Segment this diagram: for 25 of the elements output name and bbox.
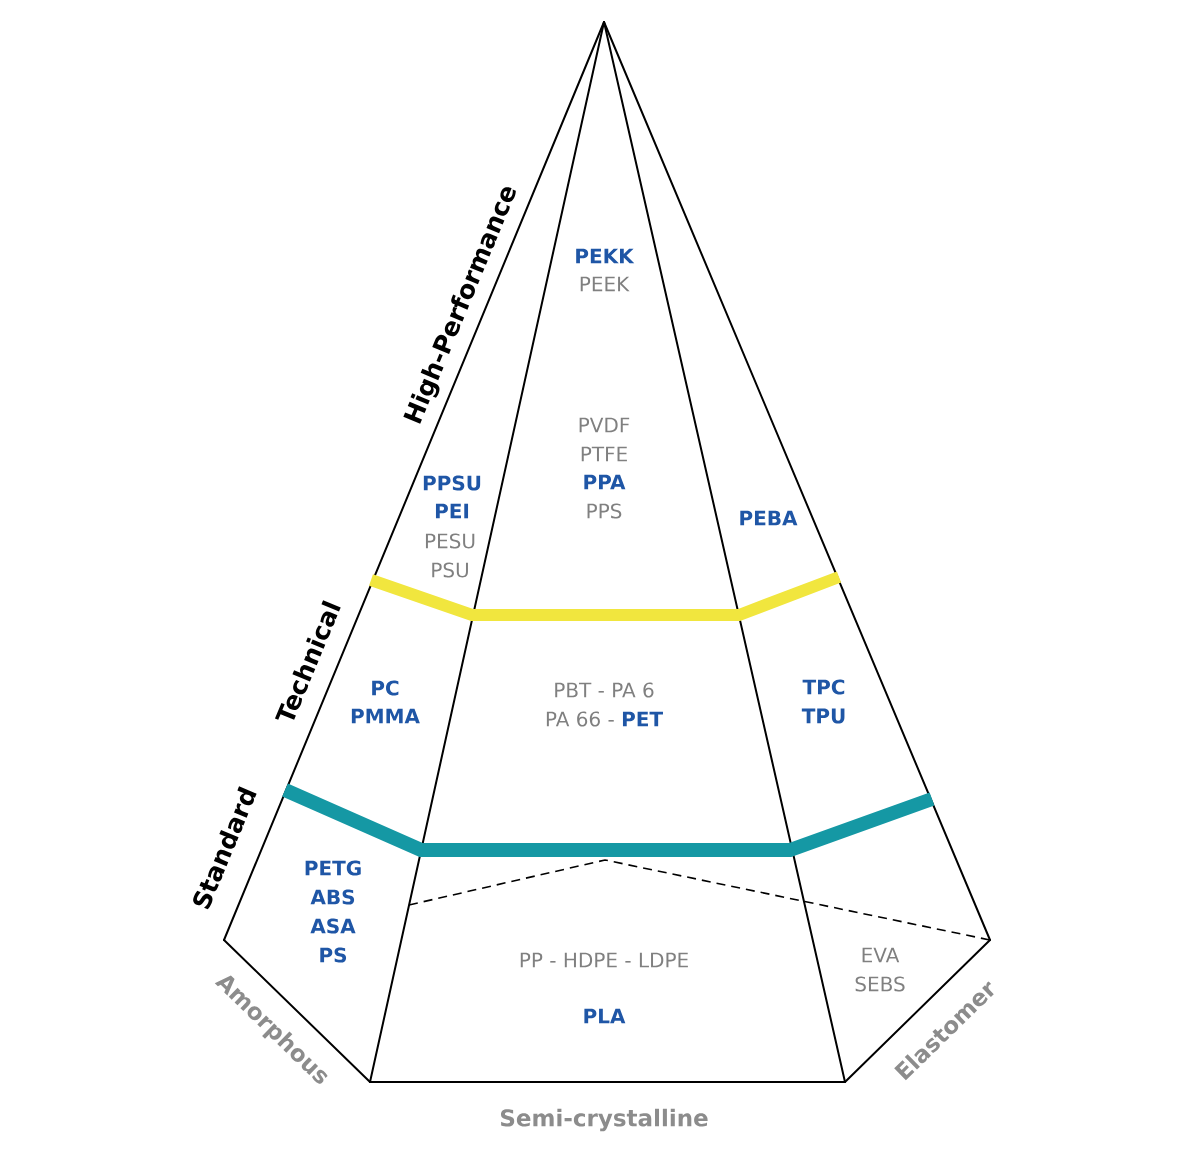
material-label: PSU bbox=[432, 562, 468, 578]
material-label: PC bbox=[372, 680, 399, 696]
material-label: TPC bbox=[802, 679, 845, 695]
material-label: PESU bbox=[425, 533, 475, 549]
material-label: PETG bbox=[305, 860, 361, 876]
material-label: PPA bbox=[584, 474, 626, 490]
material-label: ABS bbox=[310, 889, 355, 905]
material-label: PEKK bbox=[576, 248, 635, 264]
material-label: PP - HDPE - LDPE bbox=[520, 952, 688, 968]
material-label: PMMA bbox=[351, 708, 420, 724]
category-label: Semi-crystalline bbox=[501, 1108, 708, 1132]
material-label: PEEK bbox=[580, 276, 630, 292]
material-label: EVA bbox=[862, 947, 900, 963]
material-label: TPU bbox=[801, 708, 845, 724]
material-label: PLA bbox=[584, 1008, 626, 1024]
material-label: PVDF bbox=[579, 417, 630, 433]
material-label: PS bbox=[320, 947, 347, 963]
material-label: PEI bbox=[435, 503, 469, 519]
material-label: PEBA bbox=[740, 510, 798, 526]
material-label: PA 66 - PET bbox=[546, 711, 663, 727]
material-label: ASA bbox=[310, 918, 356, 934]
material-label: PTFE bbox=[581, 446, 627, 462]
material-label: PPSU bbox=[423, 475, 481, 491]
material-label: PPS bbox=[587, 503, 622, 519]
material-label: PBT - PA 6 bbox=[555, 682, 654, 698]
